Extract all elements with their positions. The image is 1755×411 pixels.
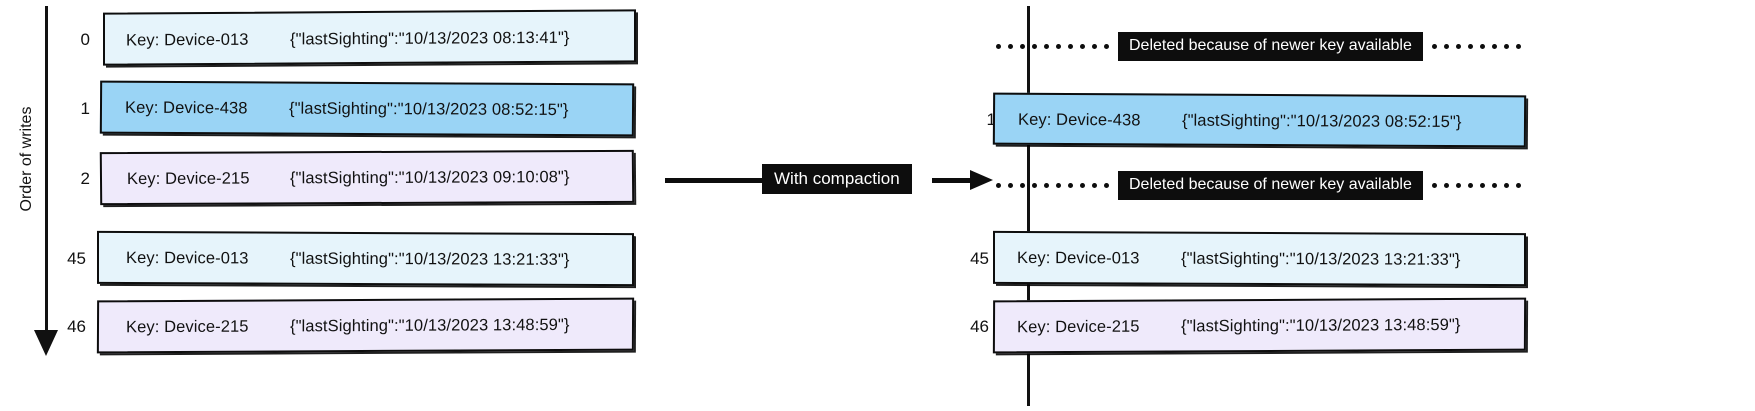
record-key: Key: Device-215 [126,169,250,189]
order-of-writes-axis-line [45,6,48,336]
record-key: Key: Device-215 [125,317,249,337]
with-compaction-label: With compaction [762,164,912,194]
arrow-head-icon [970,170,993,190]
record-index: 0 [80,30,90,49]
record-value: {"lastSighting":"10/13/2023 08:13:41"} [290,28,570,49]
arrow-tail [665,178,795,183]
dotted-line-left-icon [996,43,1109,49]
dotted-line-right-icon [1431,43,1521,49]
record-index: 1 [986,110,996,129]
record-index: 46 [970,317,989,336]
record-key: Key: Device-013 [126,248,249,268]
log-record[interactable]: Key: Device-013 {"lastSighting":"10/13/2… [97,230,634,287]
dotted-line-left-icon [996,182,1109,188]
record-index: 45 [970,249,989,268]
log-record[interactable]: Key: Device-215 {"lastSighting":"10/13/2… [99,149,635,206]
log-record[interactable]: Key: Device-013 {"lastSighting":"10/13/2… [993,230,1526,287]
record-value: {"lastSighting":"10/13/2023 09:10:08"} [289,168,570,188]
deleted-banner: Deleted because of newer key available [996,170,1521,200]
with-compaction-arrow: With compaction [665,164,1005,198]
panel-divider [1027,6,1030,406]
deleted-label: Deleted because of newer key available [1118,170,1423,200]
record-index: 2 [80,169,90,188]
log-record[interactable]: Key: Device-215 {"lastSighting":"10/13/2… [992,297,1527,354]
log-record[interactable]: Key: Device-438 {"lastSighting":"10/13/2… [992,92,1527,148]
deleted-label: Deleted because of newer key available [1118,31,1423,61]
record-key: Key: Device-013 [126,30,249,50]
record-value: {"lastSighting":"10/13/2023 13:48:59"} [289,315,570,336]
order-of-writes-label: Order of writes [18,106,35,212]
arrow-shaft [932,178,976,183]
order-of-writes-arrow-icon [34,330,58,356]
log-record[interactable]: Key: Device-215 {"lastSighting":"10/13/2… [96,297,635,354]
record-key: Key: Device-215 [1016,317,1140,337]
record-index: 45 [67,249,86,268]
record-key: Key: Device-438 [1017,110,1141,130]
log-record[interactable]: Key: Device-438 {"lastSighting":"10/13/2… [99,80,635,137]
record-value: {"lastSighting":"10/13/2023 08:52:15"} [288,99,569,120]
record-key: Key: Device-438 [124,98,248,118]
record-index: 46 [67,317,86,336]
record-value: {"lastSighting":"10/13/2023 08:52:15"} [1181,111,1462,132]
record-index: 1 [80,99,90,118]
log-record[interactable]: Key: Device-013 {"lastSighting":"10/13/2… [103,9,636,66]
record-value: {"lastSighting":"10/13/2023 13:21:33"} [290,249,570,269]
record-value: {"lastSighting":"10/13/2023 13:48:59"} [1180,315,1461,336]
dotted-line-right-icon [1431,182,1521,188]
record-key: Key: Device-013 [1017,248,1140,268]
record-value: {"lastSighting":"10/13/2023 13:21:33"} [1181,249,1461,269]
deleted-banner: Deleted because of newer key available [996,31,1521,61]
